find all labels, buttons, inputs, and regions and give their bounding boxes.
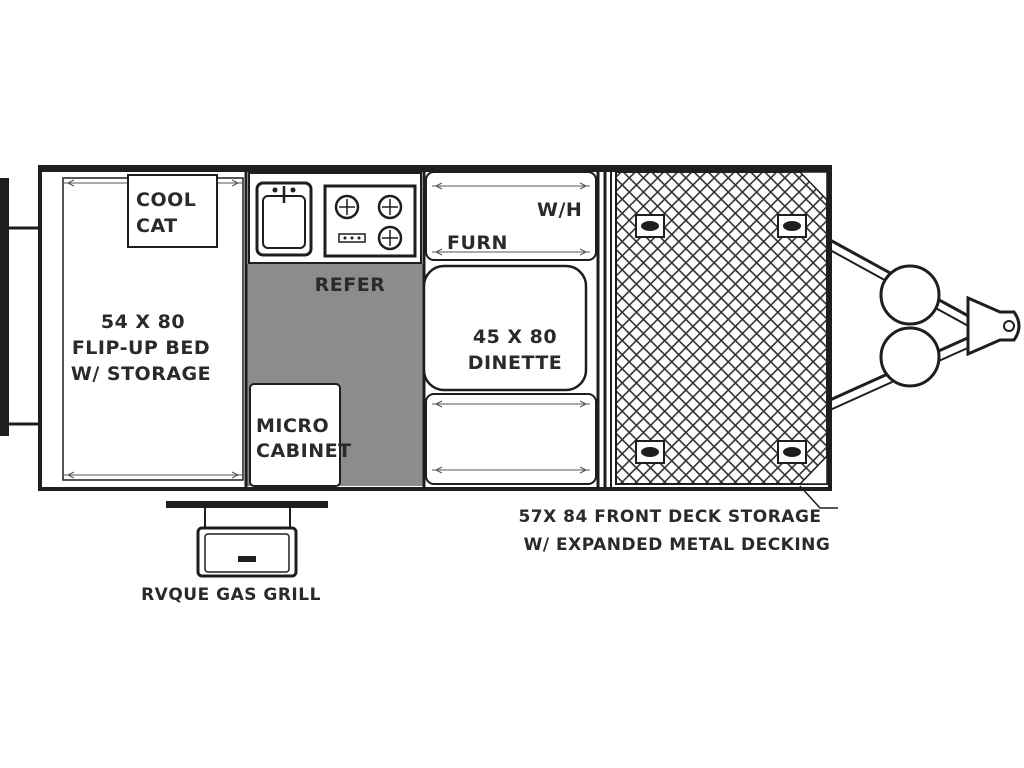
furn-label: FURN [447,232,508,254]
micro-label: MICRO [256,415,329,437]
dinette-size-label: 45 X 80 [473,326,557,348]
gas-grill [166,501,328,578]
micro-cabinet [249,383,341,487]
dinette-label: DINETTE [468,352,563,374]
trailer-outline [38,165,832,491]
bed-storage-label: W/ STORAGE [71,363,211,385]
refer-label: REFER [315,274,386,296]
deck-label-2: W/ EXPANDED METAL DECKING [524,535,831,555]
grill-label: RVQUE GAS GRILL [141,585,321,605]
deck-label-1: 57X 84 FRONT DECK STORAGE [518,507,821,527]
kitchen-counter [248,172,422,264]
wh-label: W/H [537,199,582,221]
cool-cat-label-1: COOL [136,189,196,211]
front-deck [615,171,828,485]
cabinet-label: CABINET [256,440,352,462]
lower-bench [425,393,597,485]
upper-bench [425,171,597,261]
cool-cat-label-2: CAT [136,215,178,237]
rear-bumper [0,178,40,436]
cool-cat-unit [127,174,218,248]
bed-type-label: FLIP-UP BED [72,337,210,359]
hitch-tongue [829,238,1021,411]
propane-tank-2 [879,326,941,388]
propane-tank-1 [879,264,941,326]
stove-icon [323,184,417,258]
bed-size-label: 54 X 80 [101,311,185,333]
dinette-table [422,264,588,392]
deck-leader-line [799,485,838,509]
